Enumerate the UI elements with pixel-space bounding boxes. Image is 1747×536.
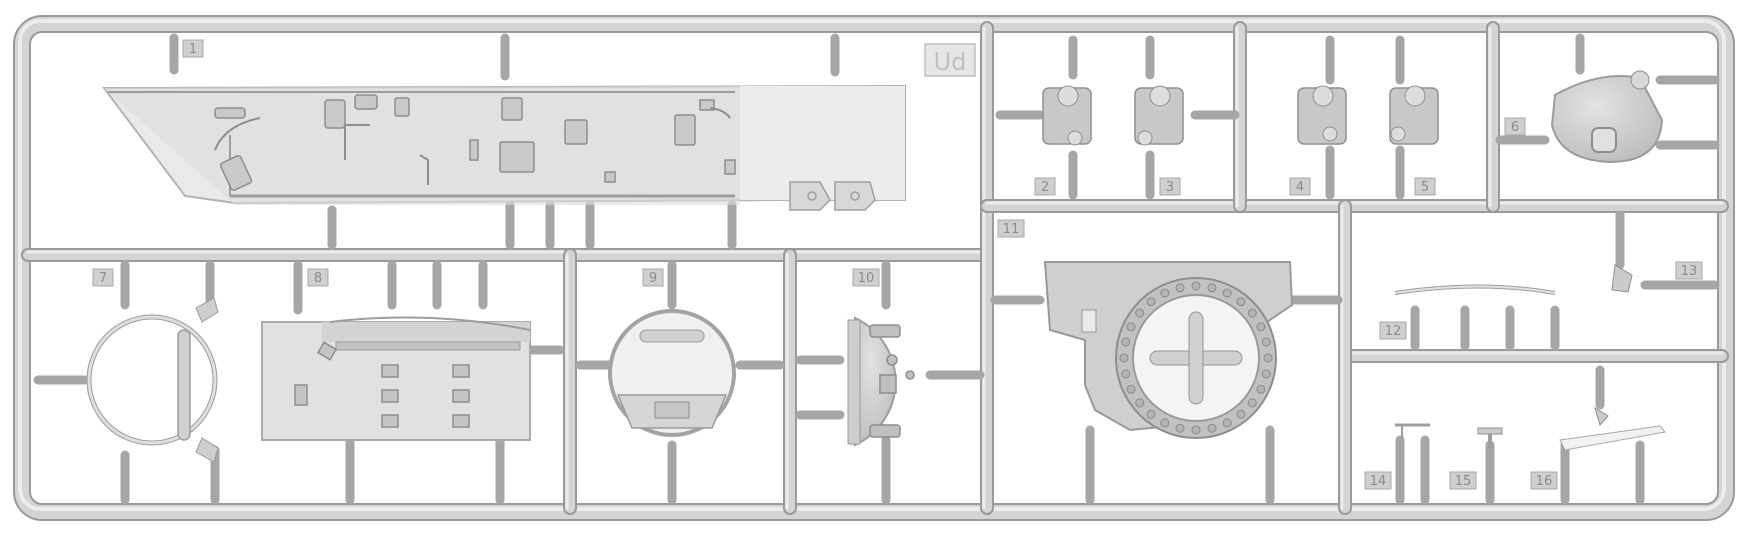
bolt: [1207, 283, 1217, 293]
svg-text:10: 10: [858, 271, 875, 286]
tag-part-5: 5: [1414, 177, 1436, 196]
tag-part-2: 2: [1034, 177, 1056, 196]
bolt: [1135, 398, 1145, 408]
part-2-cylinder: [1042, 85, 1092, 146]
svg-text:16: 16: [1536, 474, 1553, 489]
part-12-rod: [1394, 284, 1556, 295]
attachment-gates: [33, 33, 1720, 505]
svg-text:14: 14: [1370, 474, 1387, 489]
svg-text:6: 6: [1511, 120, 1519, 135]
bolt: [1247, 308, 1257, 318]
bolt: [1160, 418, 1170, 428]
tag-part-10: 10: [852, 268, 880, 287]
svg-text:2: 2: [1041, 180, 1049, 195]
svg-text:5: 5: [1421, 180, 1429, 195]
bolt: [1121, 337, 1131, 347]
bolt: [1126, 384, 1136, 394]
sprue-code-tag: Ud: [924, 43, 976, 77]
bolt: [1207, 423, 1217, 433]
tag-part-1: 1: [182, 39, 204, 58]
inner-runners: [21, 21, 1729, 515]
bolt: [1119, 353, 1129, 363]
bolt: [1261, 337, 1271, 347]
tag-part-14: 14: [1364, 471, 1392, 490]
part-3-cylinder: [1134, 85, 1184, 146]
part-15-peg: [1477, 427, 1503, 448]
svg-text:9: 9: [649, 271, 657, 286]
tag-part-13: 13: [1675, 261, 1703, 280]
bolt: [1160, 288, 1170, 298]
sprue-frame: [13, 15, 1735, 521]
svg-text:12: 12: [1385, 324, 1402, 339]
tag-part-15: 15: [1449, 471, 1477, 490]
bolt: [1121, 369, 1131, 379]
bolt: [1191, 281, 1201, 291]
bolt: [1263, 353, 1273, 363]
part-1-hull-panel: [102, 84, 906, 211]
part-10-half-disc: [847, 316, 915, 447]
svg-text:4: 4: [1296, 180, 1304, 195]
svg-text:Ud: Ud: [934, 48, 967, 76]
bolt: [1236, 409, 1246, 419]
tag-part-16: 16: [1530, 471, 1558, 490]
bolt: [1256, 322, 1266, 332]
part-8-panel: [261, 316, 531, 441]
svg-text:3: 3: [1166, 180, 1174, 195]
part-5-cylinder: [1389, 85, 1439, 145]
tag-part-11: 11: [997, 219, 1025, 238]
bolt: [1222, 418, 1232, 428]
svg-text:7: 7: [99, 271, 107, 286]
bolt: [1222, 288, 1232, 298]
part-13-bracket: [1611, 264, 1633, 293]
svg-text:13: 13: [1681, 264, 1698, 279]
bolt: [1261, 369, 1271, 379]
tag-part-3: 3: [1159, 177, 1181, 196]
bolt: [1236, 297, 1246, 307]
svg-text:15: 15: [1455, 474, 1472, 489]
part-11-mantlet-plate: [1043, 261, 1294, 439]
bolt: [1146, 297, 1156, 307]
tag-part-7: 7: [92, 268, 114, 287]
part-number-tags: 1 2 3 4 5 6 7 8 9 10 11 12 13 14 15 16: [92, 39, 1703, 490]
part-9-round-plate: [608, 309, 736, 437]
bolt: [1256, 384, 1266, 394]
svg-text:1: 1: [189, 42, 197, 57]
bolt: [1247, 398, 1257, 408]
bolt: [1175, 283, 1185, 293]
tag-part-9: 9: [642, 268, 664, 287]
tag-part-6: 6: [1504, 117, 1526, 136]
tag-part-12: 12: [1379, 321, 1407, 340]
bolt: [1175, 423, 1185, 433]
bolt: [1135, 308, 1145, 318]
part-4-cylinder: [1297, 85, 1347, 145]
part-6-drum: [1550, 70, 1664, 164]
part-14-pins: [1395, 423, 1430, 438]
svg-text:8: 8: [314, 271, 322, 286]
svg-text:11: 11: [1003, 222, 1020, 237]
bolt: [1146, 409, 1156, 419]
bolt: [1126, 322, 1136, 332]
part-16-blade: [1559, 406, 1666, 451]
tag-part-8: 8: [307, 268, 329, 287]
tag-part-4: 4: [1289, 177, 1311, 196]
part-7-ring: [86, 297, 219, 463]
bolt: [1191, 425, 1201, 435]
